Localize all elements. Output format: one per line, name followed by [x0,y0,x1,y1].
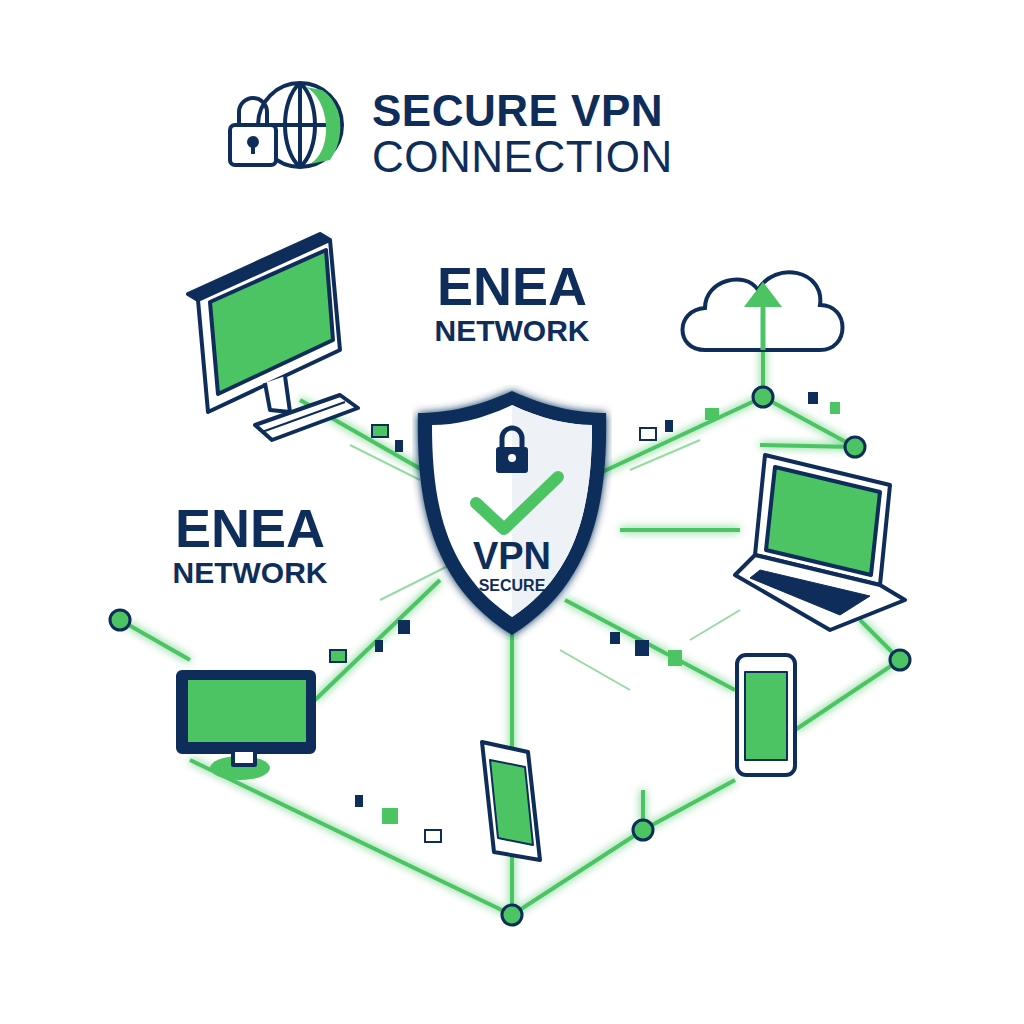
network-dots [110,387,910,925]
vpn-shield: VPNSECURE [412,385,612,640]
laptop [735,455,905,630]
network-label: ENEA NETWORK [392,258,632,346]
shield-subtext: SECURE [412,577,612,595]
cloud-icon [683,272,843,350]
smartphone [482,742,540,860]
monitor [178,672,314,780]
title: SECURE VPN CONNECTION [372,88,772,180]
network-label: ENEA NETWORK [130,500,370,588]
shield-heading: VPN [412,535,612,578]
smartphone [737,655,795,775]
network-lines [120,318,900,915]
shield-shape [412,385,612,640]
desktop-computer [188,234,358,440]
lock-globe-icon [230,83,342,167]
